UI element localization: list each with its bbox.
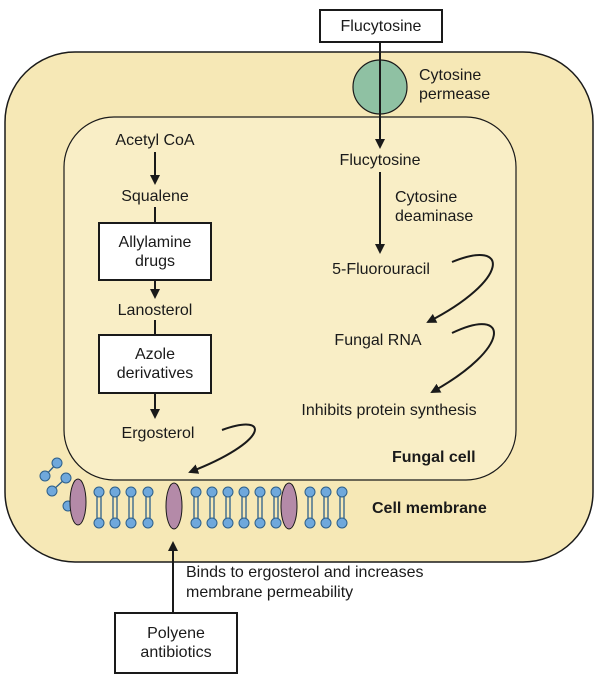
lipid-head (222, 517, 234, 529)
arrow-rna-to-inhibits (430, 323, 495, 393)
inhibits-protein-synthesis-label: Inhibits protein synthesis (301, 402, 477, 419)
lipid-head (93, 486, 105, 498)
cell-membrane-bilayer (39, 457, 348, 530)
lipid-head (125, 517, 137, 529)
allylamine-line1: Allylamine (118, 233, 192, 251)
polyene-effect-text: Binds to ergosterol and increases membra… (186, 563, 423, 603)
lipid-head (93, 517, 105, 529)
flucytosine-drug-box: Flucytosine (319, 9, 443, 43)
cytosine-permease-line1: Cytosine (419, 67, 482, 84)
lipid-head (125, 486, 137, 498)
fluorouracil-label: 5-Fluorouracil (332, 261, 430, 278)
cell-membrane-label: Cell membrane (372, 500, 487, 517)
azole-derivatives-box: Azole derivatives (98, 334, 212, 394)
lipid-head (336, 517, 348, 529)
fungal-rna-label: Fungal RNA (334, 332, 422, 349)
ergosterol-molecule (280, 482, 298, 530)
ergosterol-molecule (165, 482, 183, 530)
lipid-head (336, 486, 348, 498)
cytosine-deaminase-line2: deaminase (395, 208, 474, 225)
cytosine-deaminase-line1: Cytosine (395, 189, 458, 206)
polyene-effect-line1: Binds to ergosterol and increases (186, 564, 424, 581)
allylamine-drugs-box: Allylamine drugs (98, 222, 212, 281)
lanosterol-label: Lanosterol (117, 302, 193, 319)
fungal-cell-label: Fungal cell (392, 449, 476, 466)
polyene-box-line2: antibiotics (140, 644, 212, 661)
lipid-head (109, 486, 121, 498)
cytosine-permease-label: Cytosine permease (419, 66, 490, 104)
lipid-head (109, 517, 121, 529)
lipid-head (238, 517, 250, 529)
arrow-fu-to-rna (426, 253, 494, 323)
lipid-head (254, 517, 266, 529)
intracellular-flucytosine-label: Flucytosine (339, 152, 421, 169)
allylamine-line2: drugs (134, 252, 176, 270)
lipid-head (142, 517, 154, 529)
lipid-head (206, 517, 218, 529)
polyene-effect-line2: membrane permeability (186, 584, 354, 601)
lipid-head (190, 517, 202, 529)
lipid-head (270, 517, 282, 529)
lipid-head (206, 486, 218, 498)
ergosterol-molecule (69, 478, 87, 526)
lipid-head (222, 486, 234, 498)
lipid-head (142, 486, 154, 498)
azole-line1: Azole (134, 346, 176, 363)
cytosine-permease-line2: permease (419, 86, 491, 103)
lipid-head (304, 486, 316, 498)
polyene-antibiotics-box: Polyene antibiotics (114, 612, 238, 674)
polyene-box-line1: Polyene (147, 625, 205, 642)
azole-line2: derivatives (116, 365, 194, 382)
lipid-head (51, 457, 63, 469)
lipid-head (254, 486, 266, 498)
lipid-head (238, 486, 250, 498)
lipid-head (190, 486, 202, 498)
lipid-head (320, 517, 332, 529)
flucytosine-drug-label: Flucytosine (340, 17, 422, 35)
lipid-head (304, 517, 316, 529)
lipid-head (46, 485, 58, 497)
lipid-head (60, 472, 72, 484)
lipid-head (320, 486, 332, 498)
ergosterol-label: Ergosterol (121, 425, 195, 442)
cytosine-deaminase-label: Cytosine deaminase (395, 188, 473, 226)
lipid-head (39, 470, 51, 482)
acetyl-coa-label: Acetyl CoA (115, 132, 195, 149)
arrow-ergosterol-to-membrane (188, 423, 256, 474)
lipid-head (270, 486, 282, 498)
squalene-label: Squalene (121, 188, 189, 205)
